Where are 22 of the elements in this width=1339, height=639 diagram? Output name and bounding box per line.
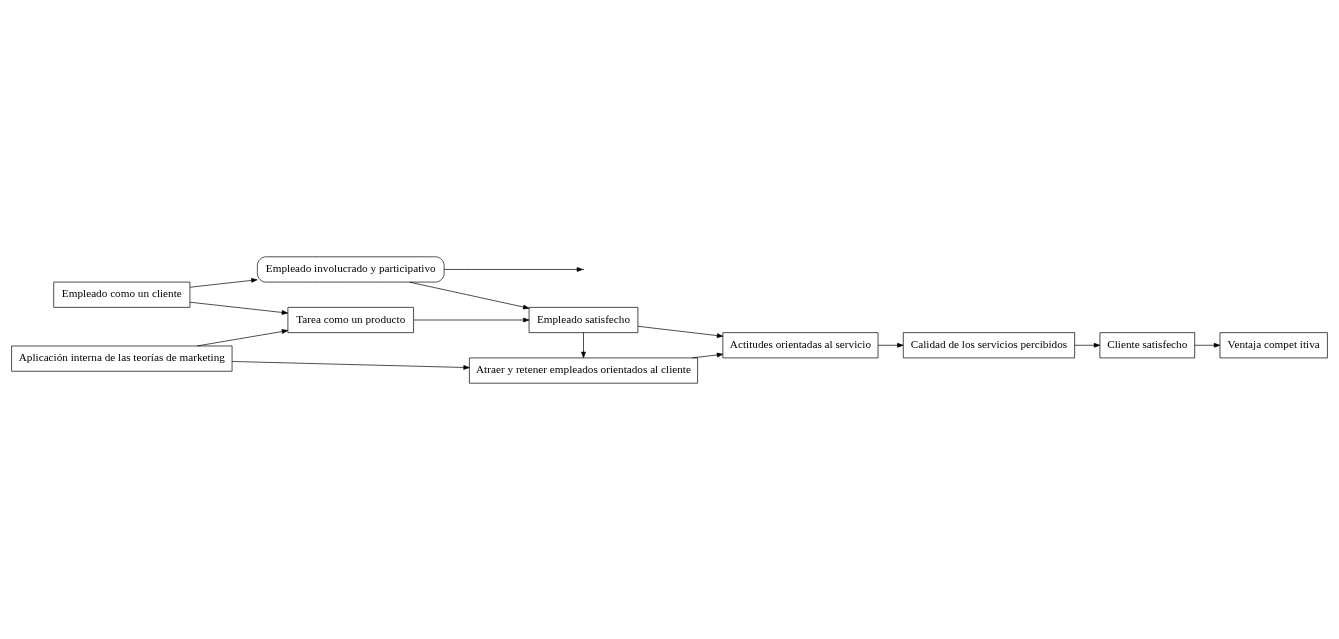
arrow <box>877 342 904 348</box>
node-box: Ventaja compet itiva <box>1219 331 1328 358</box>
arrow <box>581 331 586 358</box>
node-box: Tarea como un producto <box>287 306 414 333</box>
node-box: Cliente satisfecho <box>1099 331 1196 358</box>
arrow <box>409 281 530 309</box>
node-box: Atraer y retener empleados orientados al cliente <box>469 357 698 384</box>
node-box: Actitudes orientadas al servicio <box>722 331 879 358</box>
node-box: Empleado satisfecho <box>528 306 639 333</box>
arrow <box>413 317 530 322</box>
arrow <box>189 301 289 315</box>
arrow <box>1194 342 1221 348</box>
arrow <box>231 360 470 370</box>
arrow <box>196 328 289 346</box>
arrow <box>189 277 258 288</box>
arrow <box>1074 342 1101 348</box>
arrow <box>691 352 724 358</box>
arrow <box>637 325 724 338</box>
node-box: Empleado como un cliente <box>53 281 191 308</box>
node-box: Aplicación interna de las teorías de marketing <box>11 345 233 372</box>
node-box: Empleado involucrado y participativo <box>257 255 445 282</box>
node-box: Calidad de los servicios percibidos <box>902 331 1075 358</box>
